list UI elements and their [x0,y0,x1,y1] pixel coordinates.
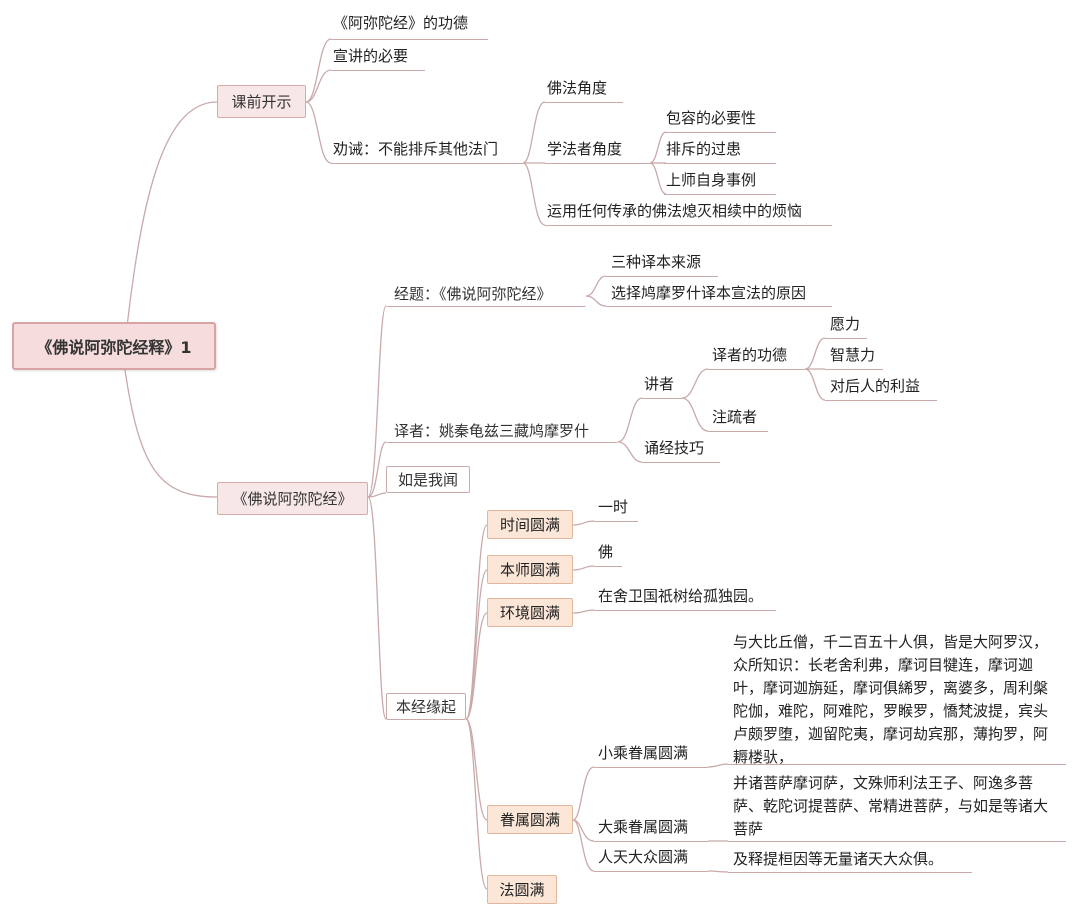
node-dasheng-underline [594,841,708,842]
node-yuanli-underline [825,338,867,339]
node-fofa-underline [545,102,623,103]
node-quanjie-underline [331,163,523,164]
node-gongde-underline [331,39,488,40]
node-xuefazhe-underline [545,163,650,164]
node-jiangzhe[interactable]: 讲者 [644,375,675,393]
node-songjing[interactable]: 诵经技巧 [644,439,705,457]
node-shijian[interactable]: 时间圆满 [487,510,573,539]
root-node[interactable]: 《佛说阿弥陀经释》1 [12,322,216,370]
node-yizhe[interactable]: 译者：姚秦龟兹三藏鸠摩罗什 [386,418,618,443]
node-rentian-text-underline [728,872,972,873]
node-gongde[interactable]: 《阿弥陀经》的功德 [333,14,469,32]
node-xiaosheng-text-underline [728,764,1066,765]
node-yunyong-underline [545,225,832,226]
node-rentian-text[interactable]: 及释提桓因等无量诸天大众俱。 [733,850,944,868]
node-xuanze[interactable]: 选择鸠摩罗什译本宣法的原因 [611,284,807,302]
node-zhihui[interactable]: 智慧力 [830,346,876,364]
node-yizhe-gongde-underline [708,369,805,370]
node-dasheng[interactable]: 大乘眷属圆满 [598,818,689,836]
node-fo-underline [594,566,622,567]
node-baorong[interactable]: 包容的必要性 [666,109,757,127]
node-paichi-underline [664,163,776,164]
node-sanzhong[interactable]: 三种译本来源 [611,253,702,271]
node-fsamtj[interactable]: 《佛说阿弥陀经》 [217,482,368,515]
node-xuanjiang[interactable]: 宣讲的必要 [333,47,409,65]
node-zhushu-underline [708,431,768,432]
node-sheweiguo[interactable]: 在舍卫国祇树给孤独园。 [598,587,764,605]
node-zhushu[interactable]: 注疏者 [712,408,758,426]
node-jiangzhe-underline [642,398,682,399]
node-kqks[interactable]: 课前开示 [217,85,306,118]
node-xiaosheng[interactable]: 小乘眷属圆满 [598,744,689,762]
node-xuefazhe[interactable]: 学法者角度 [547,140,623,158]
node-shangshi-underline [664,194,776,195]
node-houren[interactable]: 对后人的利益 [830,377,921,395]
node-houren-underline [825,400,937,401]
node-yishi[interactable]: 一时 [598,498,629,516]
node-zhihui-underline [825,369,883,370]
node-fayuan[interactable]: 法圆满 [487,875,557,904]
node-rentian[interactable]: 人天大众圆满 [598,848,689,866]
node-xiaosheng-text[interactable]: 与大比丘僧，千二百五十人俱，皆是大阿罗汉，众所知识：长老舍利弗，摩诃目犍连，摩诃… [733,633,1049,766]
node-rushi[interactable]: 如是我闻 [386,466,470,493]
node-fofa[interactable]: 佛法角度 [547,79,608,97]
node-huanjing[interactable]: 环境圆满 [487,598,573,627]
node-rentian-underline [594,871,708,872]
node-songjing-underline [642,462,720,463]
node-yuanqi[interactable]: 本经缘起 [386,693,466,720]
node-paichi[interactable]: 排斥的过患 [666,140,742,158]
node-dasheng-text-underline [728,841,1066,842]
node-yishi-underline [594,521,638,522]
node-sheweiguo-underline [594,610,776,611]
node-dasheng-text[interactable]: 并诸菩萨摩诃萨，文殊师利法王子、阿逸多菩萨、乾陀诃提菩萨、常精进菩萨，与如是等诸… [733,774,1049,838]
node-shangshi[interactable]: 上师自身事例 [666,171,757,189]
node-fo[interactable]: 佛 [598,543,614,561]
node-yunyong[interactable]: 运用任何传承的佛法熄灭相续中的烦恼 [547,202,803,220]
node-xiaosheng-underline [594,767,708,768]
node-jingti[interactable]: 经题：《佛说阿弥陀经》 [386,280,586,307]
node-xuanze-underline [606,306,832,307]
node-benshi[interactable]: 本师圆满 [487,555,573,584]
node-quanjie[interactable]: 劝诫：不能排斥其他法门 [333,140,499,158]
node-xuanjiang-underline [331,70,425,71]
node-baorong-underline [664,132,776,133]
node-sanzhong-underline [606,276,718,277]
node-yizhe-gongde[interactable]: 译者的功德 [712,346,788,364]
node-juanshu[interactable]: 眷属圆满 [487,805,573,834]
node-yuanli[interactable]: 愿力 [830,315,861,333]
